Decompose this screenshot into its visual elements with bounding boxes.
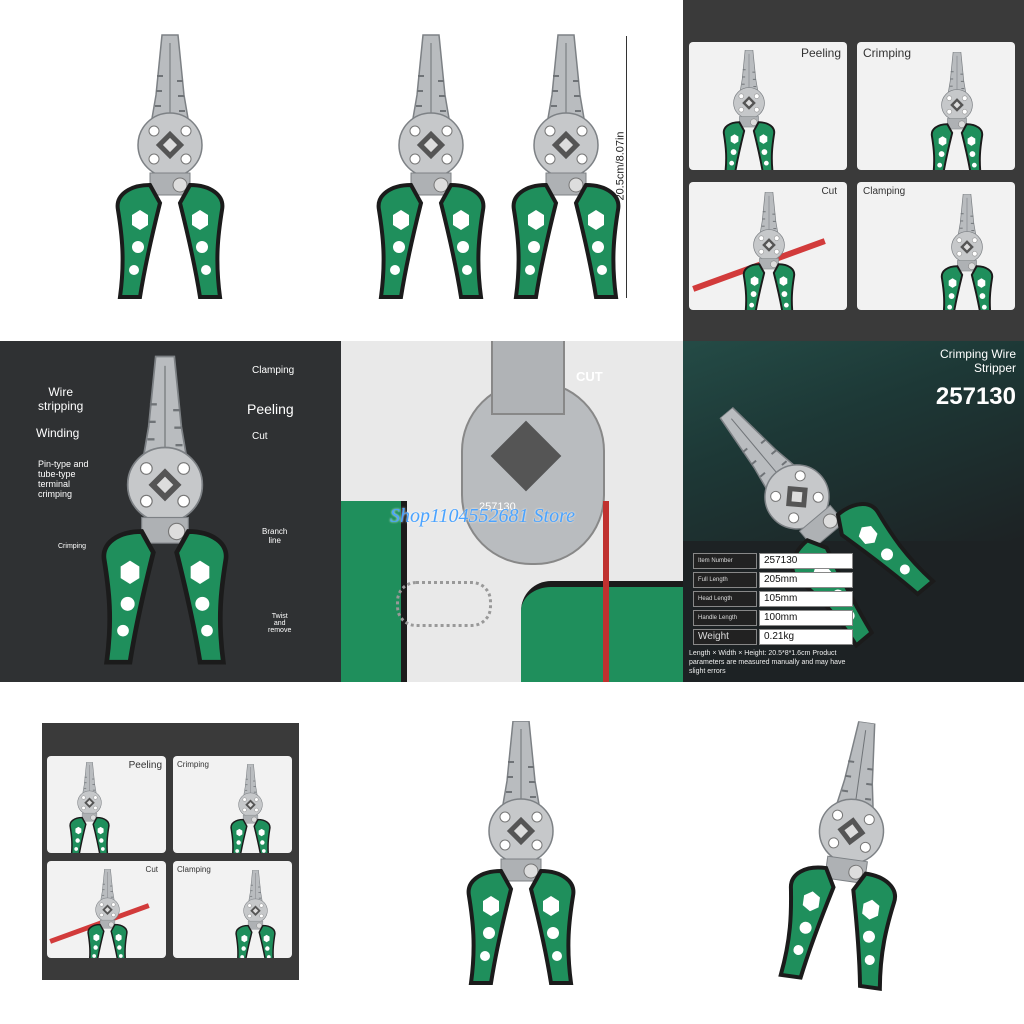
label-wire-stripping: Wire stripping xyxy=(38,385,84,413)
plier-illustration xyxy=(506,30,626,310)
product-spec-card: Crimping Wire Stripper 257130 Item Numbe… xyxy=(683,341,1024,682)
product-note: Length × Width × Height: 20.5*8*1.6cm Pr… xyxy=(689,650,846,675)
spec-key: Item Number xyxy=(693,553,757,569)
green-handle-right xyxy=(521,581,683,682)
model-label: 257130 xyxy=(479,501,516,513)
label-peeling: Peeling xyxy=(247,401,294,417)
panel-peeling: Peeling xyxy=(689,42,847,170)
product-image-angled xyxy=(683,683,1024,1024)
label-cut: Cut xyxy=(252,431,268,442)
plier-illustration xyxy=(371,30,491,310)
plier-illustration xyxy=(461,721,581,991)
panel-clamping: Clamping xyxy=(857,182,1015,310)
spec-value: 0.21kg xyxy=(759,629,853,645)
spec-value: 257130 xyxy=(759,553,853,569)
plier-illustration xyxy=(937,194,997,310)
product-title: Crimping Wire Stripper xyxy=(939,347,1016,375)
panel-title: Crimping xyxy=(177,760,210,769)
spec-value: 100mm xyxy=(759,610,853,626)
spec-key: Weight xyxy=(693,629,757,645)
label-winding: Winding xyxy=(36,426,80,440)
plier-illustration xyxy=(927,52,987,170)
product-image-front xyxy=(0,0,341,341)
panel-title: Peeling xyxy=(800,46,841,60)
usage-panels-top: Peeling Crimping Cut Clamping xyxy=(683,0,1024,341)
label-branch-line: Branch line xyxy=(262,527,288,545)
plier-illustration xyxy=(228,764,273,853)
label-crimping: Crimping xyxy=(58,543,87,550)
panel-title: Clamping xyxy=(863,186,906,197)
closeup-image: CUT 257130 xyxy=(341,341,683,682)
panel-title: Cut xyxy=(145,865,158,874)
panel-title: Crimping xyxy=(863,46,912,60)
spec-key: Full Length xyxy=(693,572,757,588)
dimension-line xyxy=(626,36,627,298)
panel-title: Cut xyxy=(821,186,837,197)
dimension-label: 20.5cm/8.07in xyxy=(614,131,627,201)
plier-illustration xyxy=(95,349,235,679)
red-wire xyxy=(603,501,609,682)
label-twist-remove: Twist and remove xyxy=(268,613,292,634)
spec-key: Handle Length xyxy=(693,610,757,626)
product-image-front-2 xyxy=(341,683,683,1024)
panel-cut: Cut xyxy=(689,182,847,310)
spec-value: 205mm xyxy=(759,572,853,588)
plier-illustration xyxy=(67,762,112,853)
plier-illustration xyxy=(85,869,130,958)
cut-label: CUT xyxy=(576,369,603,384)
panel-crimping: Crimping xyxy=(173,756,292,853)
label-pin-type: Pin-type and tube-type terminal crimping xyxy=(38,459,89,499)
store-watermark: Shop1104552681 Store xyxy=(390,505,575,527)
plier-illustration xyxy=(739,192,799,310)
usage-panels-bottom: Peeling Crimping Cut Clamping xyxy=(42,723,299,980)
product-image-dimensions: 20.5cm/8.07in xyxy=(341,0,682,341)
panel-clamping: Clamping xyxy=(173,861,292,958)
panel-crimping: Crimping xyxy=(857,42,1015,170)
function-diagram: Clamping Wire stripping Peeling Winding … xyxy=(0,341,341,682)
panel-cut: Cut xyxy=(47,861,166,958)
label-clamping: Clamping xyxy=(252,365,295,376)
spec-value: 105mm xyxy=(759,591,853,607)
panel-peeling: Peeling xyxy=(47,756,166,853)
panel-title: Peeling xyxy=(128,760,162,771)
plier-illustration xyxy=(770,714,926,998)
plier-illustration xyxy=(110,30,230,310)
spec-key: Head Length xyxy=(693,591,757,607)
spring xyxy=(396,581,492,627)
product-model: 257130 xyxy=(935,383,1016,410)
panel-title: Clamping xyxy=(177,865,211,874)
plier-illustration xyxy=(233,870,278,958)
steel-jaw xyxy=(491,341,565,415)
plier-illustration xyxy=(719,50,779,170)
